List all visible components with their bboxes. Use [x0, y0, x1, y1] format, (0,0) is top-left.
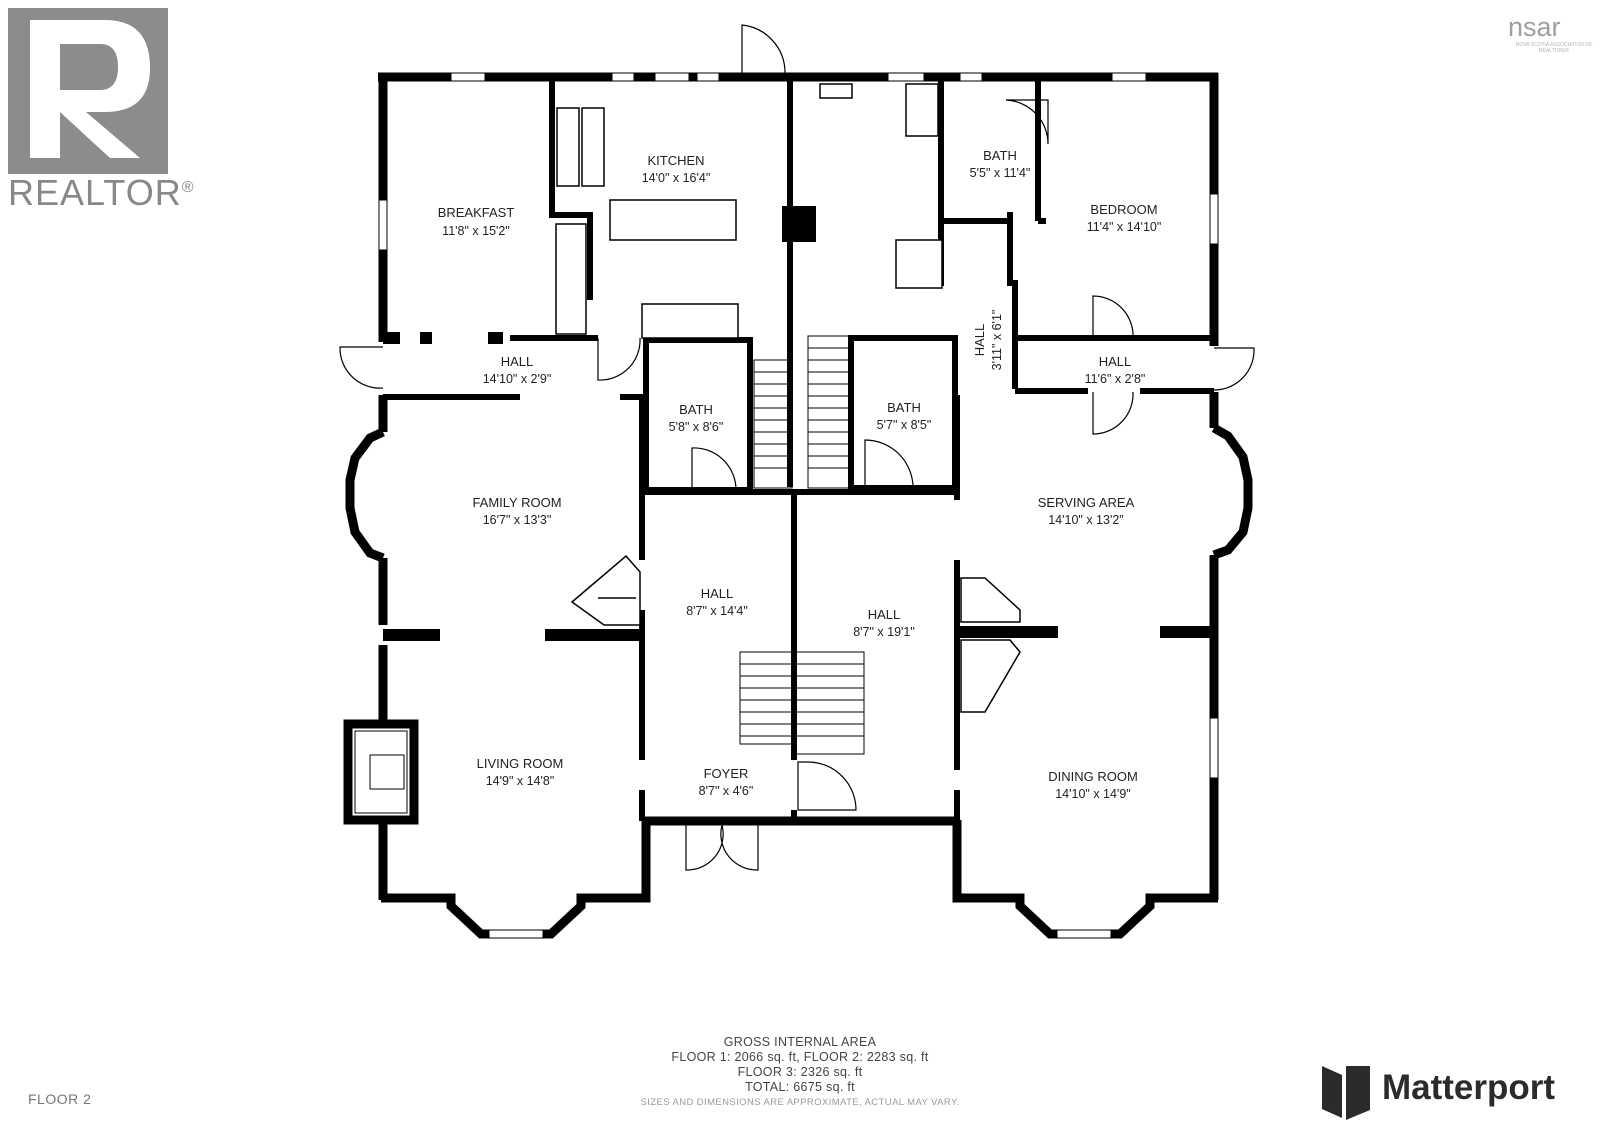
gross-line2: FLOOR 3: 2326 sq. ft: [737, 1065, 863, 1079]
room-name-kitchen: KITCHEN: [647, 153, 704, 168]
room-name-living: LIVING ROOM: [477, 756, 564, 771]
room-dims-hall-small: 3'11" x 6'1": [990, 310, 1004, 371]
room-dims-serving: 14'10" x 13'2": [1048, 513, 1124, 527]
room-dims-hall-left: 14'10" x 2'9": [483, 372, 552, 386]
room-name-serving: SERVING AREA: [1038, 495, 1135, 510]
windows: [378, 72, 1219, 939]
room-name-hall-left: HALL: [501, 354, 534, 369]
room-dims-family: 16'7" x 13'3": [483, 513, 552, 527]
room-name-bath-left: BATH: [679, 402, 713, 417]
room-dims-bath-mid: 5'7" x 8'5": [877, 418, 932, 432]
nsar-logo: nsar: [1508, 12, 1561, 42]
room-dims-hall-right: 11'6" x 2'8": [1085, 372, 1146, 386]
room-name-bath-top: BATH: [983, 148, 1017, 163]
room-dims-hall-a: 8'7" x 14'4": [686, 604, 748, 618]
nsar-subtitle: NOVA SCOTIA ASSOCIATION OF REALTORS®: [1515, 42, 1593, 54]
matterport-logo-icon: [1322, 1066, 1370, 1120]
matterport-logo-text: Matterport: [1382, 1068, 1556, 1107]
room-name-hall-small: HALL: [972, 324, 987, 357]
gross-disclaimer: SIZES AND DIMENSIONS ARE APPROXIMATE, AC…: [640, 1097, 960, 1108]
room-name-hall-a: HALL: [701, 586, 734, 601]
room-name-bedroom: BEDROOM: [1090, 202, 1157, 217]
doors: [339, 24, 1255, 871]
room-dims-foyer: 8'7" x 4'6": [699, 784, 754, 798]
room-name-foyer: FOYER: [704, 766, 749, 781]
gross-line1: FLOOR 1: 2066 sq. ft, FLOOR 2: 2283 sq. …: [671, 1050, 929, 1064]
room-labels: BREAKFAST 11'8" x 15'2" KITCHEN 14'0" x …: [438, 148, 1162, 801]
realtor-logo-text: REALTOR®: [8, 172, 195, 213]
interior-walls: [383, 77, 1214, 821]
room-dims-breakfast: 11'8" x 15'2": [442, 224, 510, 238]
gross-internal-area: GROSS INTERNAL AREA FLOOR 1: 2066 sq. ft…: [600, 1035, 1000, 1110]
kitchen-fixtures: [555, 83, 943, 339]
room-name-bath-mid: BATH: [887, 400, 921, 415]
room-name-family: FAMILY ROOM: [472, 495, 561, 510]
room-name-breakfast: BREAKFAST: [438, 205, 515, 220]
room-dims-bedroom: 11'4" x 14'10": [1087, 220, 1162, 234]
room-name-dining: DINING ROOM: [1048, 769, 1138, 784]
room-name-hall-right: HALL: [1099, 354, 1132, 369]
room-dims-kitchen: 14'0" x 16'4": [642, 171, 711, 185]
stairs: [739, 335, 865, 755]
fireplace-living: [343, 719, 419, 825]
room-dims-bath-top: 5'5" x 11'4": [970, 166, 1031, 180]
room-dims-living: 14'9" x 14'8": [486, 774, 555, 788]
fireplace-family: [570, 554, 641, 626]
room-name-hall-b: HALL: [868, 607, 901, 622]
room-dims-hall-b: 8'7" x 19'1": [853, 625, 915, 639]
room-dims-bath-left: 5'8" x 8'6": [669, 420, 724, 434]
gross-total: TOTAL: 6675 sq. ft: [745, 1080, 855, 1094]
floor-label: FLOOR 2: [28, 1091, 92, 1107]
fireplace-serving: [960, 577, 1021, 713]
gross-title: GROSS INTERNAL AREA: [723, 1035, 877, 1049]
realtor-logo: [8, 8, 168, 174]
room-dims-dining: 14'10" x 14'9": [1055, 787, 1131, 801]
